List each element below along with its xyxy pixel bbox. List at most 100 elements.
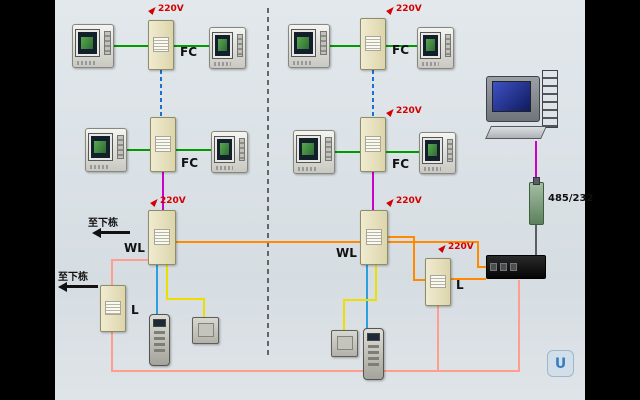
- indoor-monitor: [85, 128, 127, 172]
- speaker-grille: [423, 167, 441, 172]
- power-label: 220V: [448, 242, 474, 252]
- computer-screen: [491, 80, 532, 113]
- monitor-screen: [211, 31, 234, 59]
- camera-picture: [302, 142, 314, 155]
- monitor-buttons: [236, 33, 243, 57]
- wl-unit: [360, 210, 388, 265]
- monitor-screen: [75, 29, 100, 58]
- indoor-monitor: [288, 24, 330, 68]
- indoor-monitor: [417, 27, 454, 69]
- monitor-screen: [213, 135, 236, 163]
- speaker-grille: [215, 166, 233, 171]
- monitor-screen: [296, 135, 321, 164]
- left-arrow-icon: [92, 228, 132, 238]
- monitor-buttons: [103, 30, 111, 56]
- monitor-buttons: [444, 33, 451, 57]
- camera-picture: [425, 39, 436, 51]
- unit-sticker: [153, 229, 171, 245]
- door-station-display: [153, 318, 166, 327]
- unit-sticker: [365, 229, 383, 245]
- camera-picture: [427, 144, 438, 156]
- camera-picture: [219, 143, 230, 155]
- controller-ports: [490, 262, 518, 271]
- monitor-screen: [421, 136, 444, 164]
- unit-sticker: [105, 301, 121, 315]
- fc-unit: [148, 20, 174, 70]
- computer-monitor: [486, 76, 540, 122]
- fc-label: FC: [181, 156, 199, 170]
- fc-unit: [150, 117, 176, 172]
- card-reader: [192, 317, 219, 344]
- l-label: L: [131, 303, 139, 317]
- indoor-monitor: [72, 24, 114, 68]
- computer-tower: [542, 70, 558, 128]
- door-station-display: [367, 332, 380, 341]
- speaker-grille: [293, 61, 313, 66]
- indoor-monitor: [209, 27, 246, 69]
- power-label: 220V: [396, 106, 422, 116]
- left-arrow-icon: [58, 282, 100, 292]
- unit-sticker: [153, 37, 169, 52]
- card-reader-coil: [197, 323, 214, 337]
- fc-label: FC: [392, 43, 410, 57]
- l-unit: [425, 258, 451, 306]
- wire-trunk: [111, 280, 520, 372]
- monitor-buttons: [324, 136, 332, 162]
- camera-picture: [94, 140, 106, 153]
- l-unit: [100, 285, 126, 332]
- monitor-buttons: [446, 138, 453, 162]
- converter-connector: [532, 177, 541, 185]
- speaker-grille: [213, 62, 231, 67]
- monitor-screen: [419, 31, 442, 59]
- door-station-keypad: [153, 331, 166, 354]
- power-label: 220V: [160, 196, 186, 206]
- unit-sticker: [430, 274, 446, 289]
- fc-label: FC: [392, 157, 410, 171]
- power-label: 220V: [158, 4, 184, 14]
- monitor-buttons: [238, 137, 245, 161]
- monitor-buttons: [116, 134, 124, 160]
- l-label: L: [456, 278, 464, 292]
- speaker-grille: [298, 167, 318, 172]
- rs485-232-converter: [529, 177, 544, 225]
- watermark-letter: U: [554, 355, 567, 372]
- door-station: [149, 314, 170, 366]
- power-label: 220V: [396, 4, 422, 14]
- unit-sticker: [365, 136, 381, 152]
- indoor-monitor: [293, 130, 335, 174]
- door-station: [363, 328, 384, 380]
- to-next-building-label: 至下栋: [88, 218, 118, 229]
- fc-label: FC: [180, 45, 198, 59]
- speaker-grille: [90, 165, 110, 170]
- wire-card-reader: [343, 265, 377, 330]
- speaker-grille: [421, 62, 439, 67]
- to-next-building-label: 至下栋: [58, 272, 88, 283]
- speaker-grille: [77, 61, 97, 66]
- converter-label: 485/232: [548, 193, 594, 204]
- fc-unit: [360, 18, 386, 70]
- monitor-screen: [88, 133, 113, 162]
- camera-picture: [297, 36, 309, 49]
- fc-unit: [360, 117, 386, 172]
- camera-picture: [217, 39, 228, 51]
- indoor-monitor: [211, 131, 248, 173]
- door-station-keypad: [367, 345, 380, 368]
- computer-keyboard: [485, 126, 547, 139]
- monitor-screen: [291, 29, 316, 58]
- unit-sticker: [365, 36, 381, 51]
- wl-label: WL: [336, 246, 357, 260]
- wire-bus: [388, 236, 425, 281]
- monitor-buttons: [319, 30, 327, 56]
- wire-trunk: [111, 259, 148, 285]
- power-label: 220V: [396, 196, 422, 206]
- card-reader-coil: [336, 336, 353, 350]
- wl-label: WL: [124, 241, 145, 255]
- indoor-monitor: [419, 132, 456, 174]
- unit-sticker: [155, 136, 171, 152]
- wl-unit: [148, 210, 176, 265]
- wire-card-reader: [166, 265, 205, 318]
- wire-bus: [176, 241, 486, 268]
- card-reader: [331, 330, 358, 357]
